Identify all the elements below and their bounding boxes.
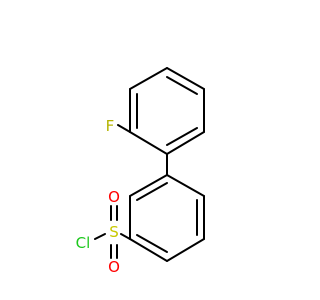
bond	[136, 182, 168, 201]
bond	[166, 76, 198, 95]
bond	[120, 233, 131, 240]
atom-labels: F S O O Cl	[76, 117, 120, 276]
bond	[94, 233, 106, 240]
bond	[129, 238, 168, 262]
bond	[129, 174, 168, 197]
atom-label-oxygen-bottom: O	[108, 258, 120, 276]
atom-label-oxygen-top: O	[108, 188, 120, 206]
bond	[166, 131, 205, 155]
atom-label-fluorine: F	[106, 117, 115, 135]
structure-canvas: F S O O Cl	[76, 67, 205, 276]
bond	[117, 124, 131, 133]
bond	[166, 67, 205, 90]
bonds	[94, 67, 205, 262]
atom-label-chlorine: Cl	[76, 234, 91, 252]
bond	[166, 127, 198, 146]
bond	[129, 131, 168, 155]
bond	[129, 67, 168, 90]
bond	[166, 174, 205, 197]
bond	[166, 238, 205, 262]
molecule-structure: F S O O Cl	[76, 67, 205, 276]
atom-label-sulfur: S	[109, 223, 119, 241]
bond	[136, 234, 168, 253]
